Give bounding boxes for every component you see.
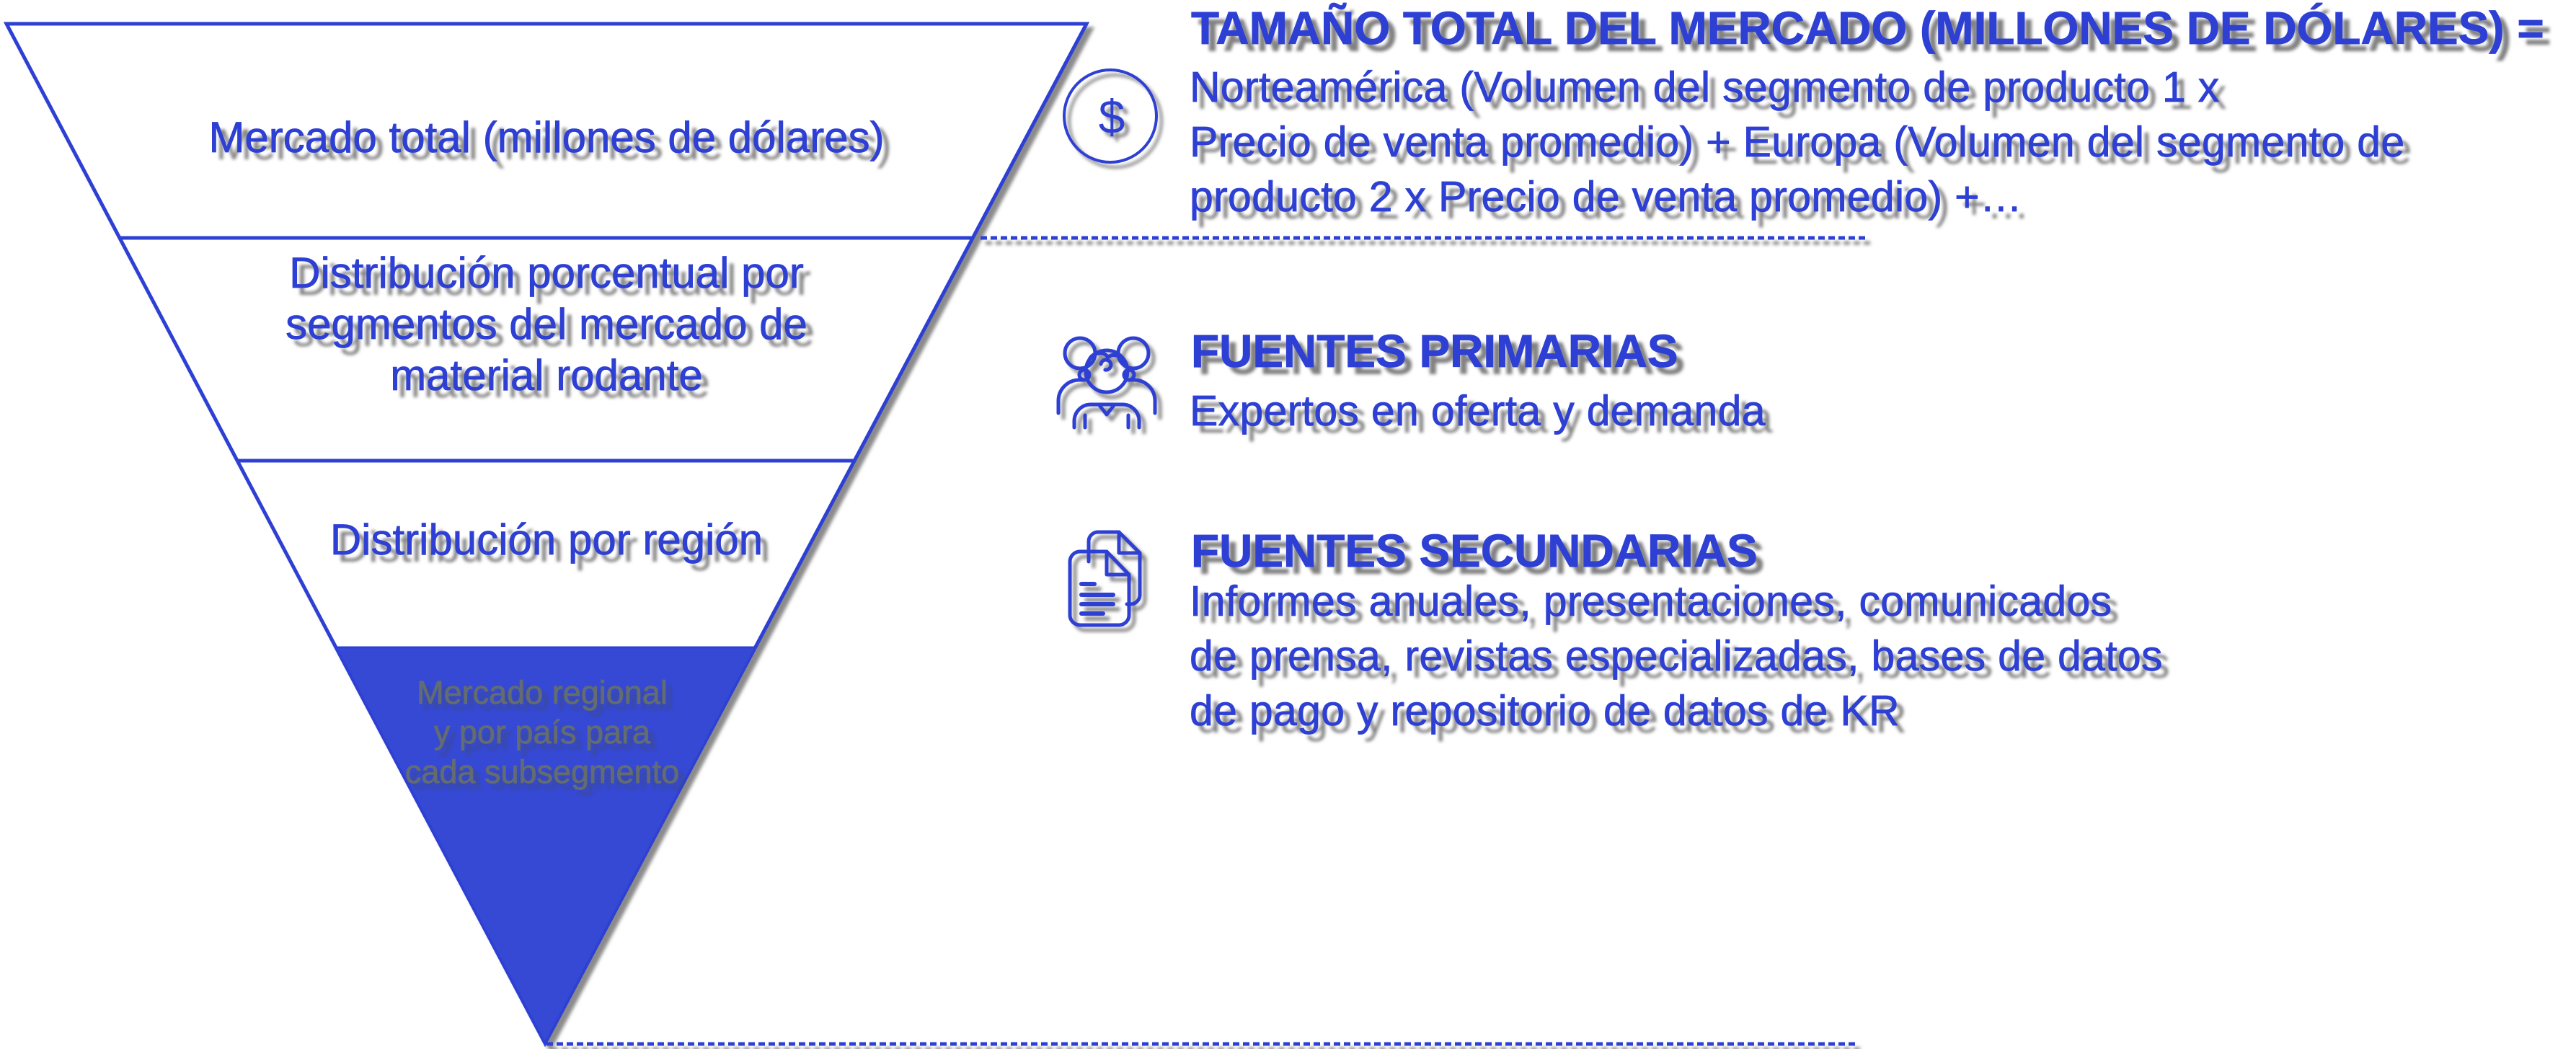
svg-text:$: $ [1099,90,1125,143]
